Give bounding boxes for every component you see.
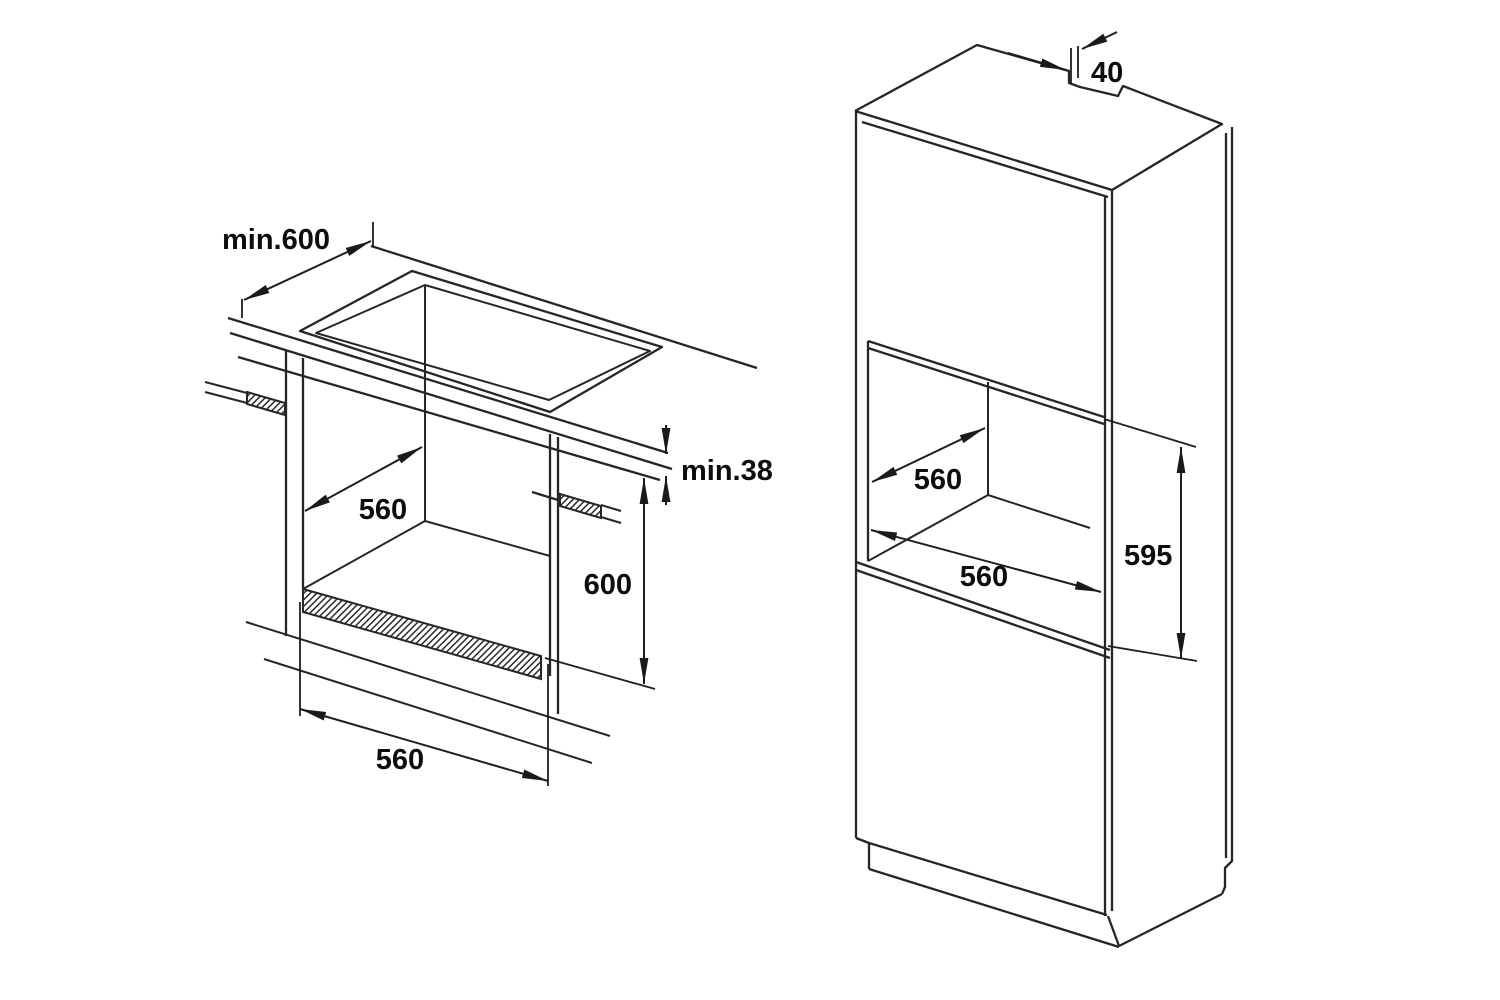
hob-cutout-inner (315, 284, 651, 401)
worktop-edges (227, 244, 758, 482)
niche-floor-section-hatch (302, 587, 542, 681)
dim-label-cabinet-niche-height: 595 (1124, 540, 1172, 572)
niche-opening (855, 339, 1111, 660)
dim-cabinet-niche-depth: 560 (871, 427, 986, 496)
dim-cabinet-niche-width: 560 (870, 529, 1102, 593)
dim-arrow (304, 446, 423, 512)
dim-worktop-thickness: min.38 (661, 425, 773, 505)
left-wall-section-bar (246, 390, 286, 417)
dim-extension-lines (1070, 46, 1079, 84)
dim-arrow (243, 240, 372, 301)
dim-label-worktop-depth: min.600 (222, 224, 330, 256)
niche-floor-edges (302, 520, 551, 590)
niche-left-panel (284, 350, 305, 636)
worktop-view: min.600 560 min.38 600 560 (204, 222, 773, 786)
dim-label-cabinet-niche-depth: 560 (914, 464, 962, 496)
dim-worktop-depth: min.600 (222, 222, 374, 318)
dim-extension-lines (241, 222, 374, 318)
dim-label-niche-depth: 560 (359, 494, 407, 526)
dim-label-niche-height: 600 (584, 569, 632, 601)
dim-arrow (299, 708, 549, 782)
dim-niche-width: 560 (299, 602, 549, 786)
dim-label-niche-width: 560 (376, 744, 424, 776)
dim-cabinet-niche-height: 595 (1103, 418, 1198, 662)
cabinet-base (855, 836, 1223, 949)
cabinet-top-face (854, 43, 1224, 199)
hob-cutout-outer (298, 269, 664, 414)
tall-cabinet-view: 40 560 560 595 (854, 31, 1234, 949)
left-wall-section-extension (204, 381, 248, 404)
right-wall-section-extension (600, 504, 622, 524)
dim-arrow (871, 427, 986, 483)
dim-niche-height: 600 (544, 478, 656, 690)
dim-extension-line (544, 657, 656, 690)
dim-arrow-left (1007, 52, 1067, 71)
dim-label-cabinet-niche-width: 560 (960, 561, 1008, 593)
dim-extension-lines (299, 602, 549, 786)
cabinet-vertical-edges (854, 112, 1228, 916)
dim-label-worktop-thickness: min.38 (681, 455, 773, 487)
dim-rear-vent-gap: 40 (1007, 31, 1123, 89)
dim-label-rear-vent-gap: 40 (1091, 57, 1123, 89)
dim-arrow-right (1081, 31, 1118, 50)
dim-niche-depth: 560 (304, 446, 423, 526)
dim-arrow (870, 529, 1102, 593)
cabinet-rear-right-edge-with-foot-notch (1220, 127, 1234, 895)
